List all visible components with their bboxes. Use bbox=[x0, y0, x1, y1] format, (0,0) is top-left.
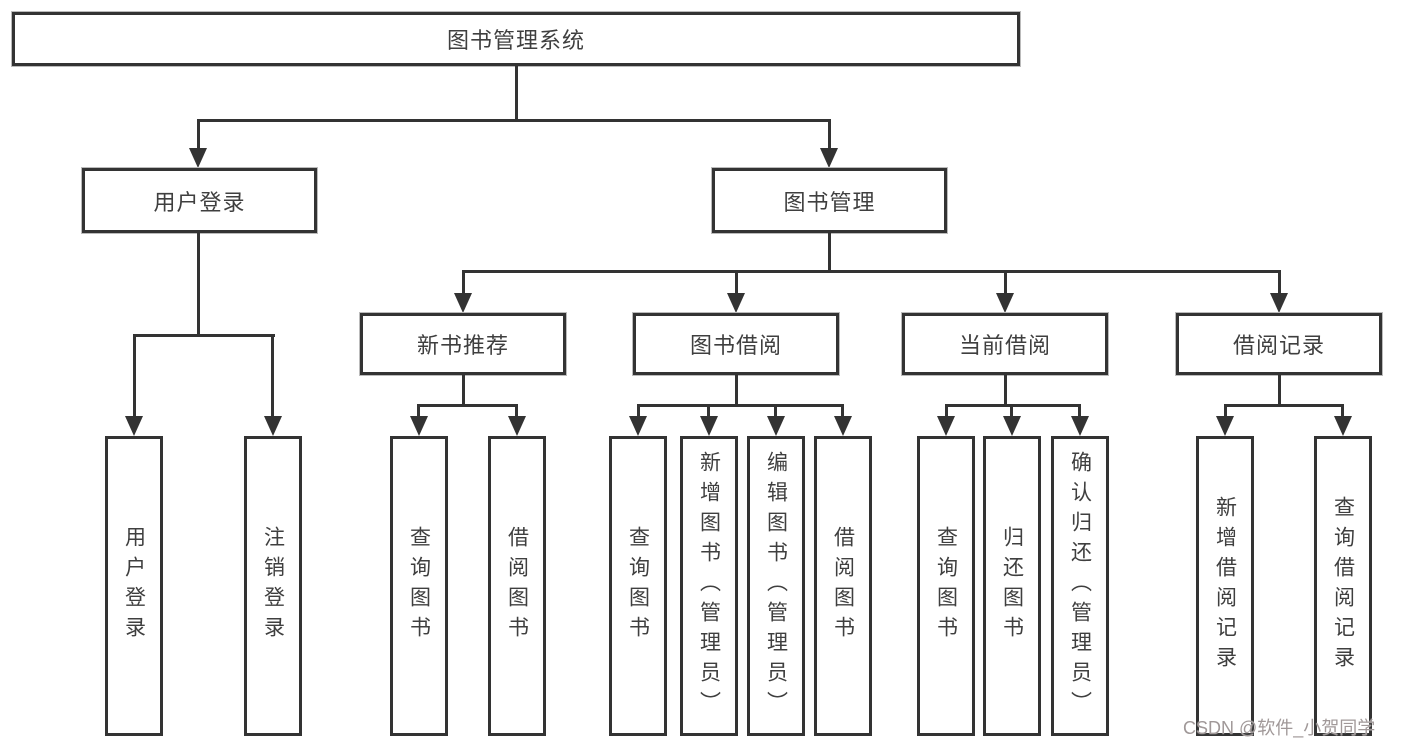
connector-line bbox=[828, 233, 831, 273]
connector-line bbox=[462, 375, 465, 406]
node-user-login-branch: 用户登录 bbox=[82, 168, 317, 233]
connector-line bbox=[1341, 404, 1344, 418]
connector-line bbox=[1278, 375, 1281, 406]
connector-line bbox=[515, 66, 518, 120]
connector-line bbox=[1278, 270, 1281, 295]
leaf-edit-books-admin-label: 编辑图书（管理员） bbox=[764, 451, 788, 721]
leaf-current-query-books-label: 查询图书 bbox=[934, 526, 958, 646]
leaf-add-books-admin-label: 新增图书（管理员） bbox=[697, 451, 721, 721]
arrowhead-down-icon bbox=[410, 416, 428, 436]
leaf-query-borrow-record-label: 查询借阅记录 bbox=[1331, 496, 1355, 676]
connector-line bbox=[1004, 375, 1007, 406]
node-book-management-branch-label: 图书管理 bbox=[783, 189, 876, 215]
arrowhead-down-icon bbox=[189, 148, 207, 168]
arrowhead-down-icon bbox=[996, 293, 1014, 313]
connector-line bbox=[133, 334, 136, 416]
node-borrowing-records: 借阅记录 bbox=[1176, 313, 1382, 375]
leaf-logout: 注销登录 bbox=[244, 436, 302, 736]
leaf-return-books-label: 归还图书 bbox=[1000, 526, 1024, 646]
connector-line bbox=[945, 404, 1081, 407]
leaf-recommend-borrow-books: 借阅图书 bbox=[488, 436, 546, 736]
arrowhead-down-icon bbox=[1071, 416, 1089, 436]
connector-line bbox=[462, 270, 465, 295]
leaf-add-borrow-record-label: 新增借阅记录 bbox=[1213, 496, 1237, 676]
leaf-current-query-books: 查询图书 bbox=[917, 436, 975, 736]
connector-line bbox=[515, 404, 518, 418]
arrowhead-down-icon bbox=[454, 293, 472, 313]
leaf-add-borrow-record: 新增借阅记录 bbox=[1196, 436, 1254, 736]
arrowhead-down-icon bbox=[700, 416, 718, 436]
arrowhead-down-icon bbox=[937, 416, 955, 436]
connector-line bbox=[417, 404, 518, 407]
leaf-logout-label: 注销登录 bbox=[261, 526, 285, 646]
arrowhead-down-icon bbox=[767, 416, 785, 436]
leaf-return-books: 归还图书 bbox=[983, 436, 1041, 736]
connector-line bbox=[197, 119, 200, 151]
node-user-login-branch-label: 用户登录 bbox=[153, 189, 246, 215]
node-current-borrowing: 当前借阅 bbox=[902, 313, 1108, 375]
leaf-edit-books-admin: 编辑图书（管理员） bbox=[747, 436, 805, 736]
connector-line bbox=[1078, 404, 1081, 418]
node-book-borrowing-label: 图书借阅 bbox=[689, 333, 782, 358]
arrowhead-down-icon bbox=[727, 293, 745, 313]
connector-line bbox=[417, 404, 420, 418]
node-new-book-recommend: 新书推荐 bbox=[360, 313, 566, 375]
arrowhead-down-icon bbox=[508, 416, 526, 436]
arrowhead-down-icon bbox=[1334, 416, 1352, 436]
arrowhead-down-icon bbox=[629, 416, 647, 436]
node-borrowing-records-label: 借阅记录 bbox=[1232, 333, 1325, 358]
connector-line bbox=[735, 270, 738, 295]
node-root-label: 图书管理系统 bbox=[446, 28, 585, 53]
connector-line bbox=[828, 119, 831, 151]
arrowhead-down-icon bbox=[1003, 416, 1021, 436]
leaf-borrowing-borrow-books-label: 借阅图书 bbox=[831, 526, 855, 646]
leaf-add-books-admin: 新增图书（管理员） bbox=[680, 436, 738, 736]
leaf-confirm-return-admin: 确认归还（管理员） bbox=[1051, 436, 1109, 736]
leaf-recommend-borrow-books-label: 借阅图书 bbox=[505, 526, 529, 646]
node-root: 图书管理系统 bbox=[12, 12, 1020, 66]
arrowhead-down-icon bbox=[125, 416, 143, 436]
arrowhead-down-icon bbox=[820, 148, 838, 168]
node-new-book-recommend-label: 新书推荐 bbox=[416, 333, 509, 358]
leaf-confirm-return-admin-label: 确认归还（管理员） bbox=[1068, 451, 1092, 721]
connector-line bbox=[774, 404, 777, 418]
leaf-borrowing-query-books: 查询图书 bbox=[609, 436, 667, 736]
connector-line bbox=[1224, 404, 1344, 407]
arrowhead-down-icon bbox=[1270, 293, 1288, 313]
arrowhead-down-icon bbox=[264, 416, 282, 436]
node-book-borrowing: 图书借阅 bbox=[633, 313, 839, 375]
connector-line bbox=[841, 404, 844, 418]
connector-line bbox=[462, 270, 1281, 273]
connector-line bbox=[197, 119, 831, 122]
connector-line bbox=[945, 404, 948, 418]
leaf-recommend-query-books: 查询图书 bbox=[390, 436, 448, 736]
connector-line bbox=[271, 334, 274, 416]
connector-line bbox=[1224, 404, 1227, 418]
leaf-recommend-query-books-label: 查询图书 bbox=[407, 526, 431, 646]
connector-line bbox=[1004, 270, 1007, 295]
leaf-query-borrow-record: 查询借阅记录 bbox=[1314, 436, 1372, 736]
connector-line bbox=[637, 404, 844, 407]
node-current-borrowing-label: 当前借阅 bbox=[958, 333, 1051, 358]
connector-line bbox=[637, 404, 640, 418]
connector-line bbox=[735, 375, 738, 406]
csdn-watermark: CSDN @软件_小贺同学 bbox=[1183, 718, 1376, 738]
connector-line bbox=[197, 233, 200, 336]
leaf-user-login: 用户登录 bbox=[105, 436, 163, 736]
node-book-management-branch: 图书管理 bbox=[712, 168, 947, 233]
leaf-borrowing-query-books-label: 查询图书 bbox=[626, 526, 650, 646]
connector-line bbox=[133, 334, 275, 337]
connector-line bbox=[1010, 404, 1013, 418]
arrowhead-down-icon bbox=[834, 416, 852, 436]
arrowhead-down-icon bbox=[1216, 416, 1234, 436]
connector-line bbox=[707, 404, 710, 418]
leaf-borrowing-borrow-books: 借阅图书 bbox=[814, 436, 872, 736]
leaf-user-login-label: 用户登录 bbox=[122, 526, 146, 646]
